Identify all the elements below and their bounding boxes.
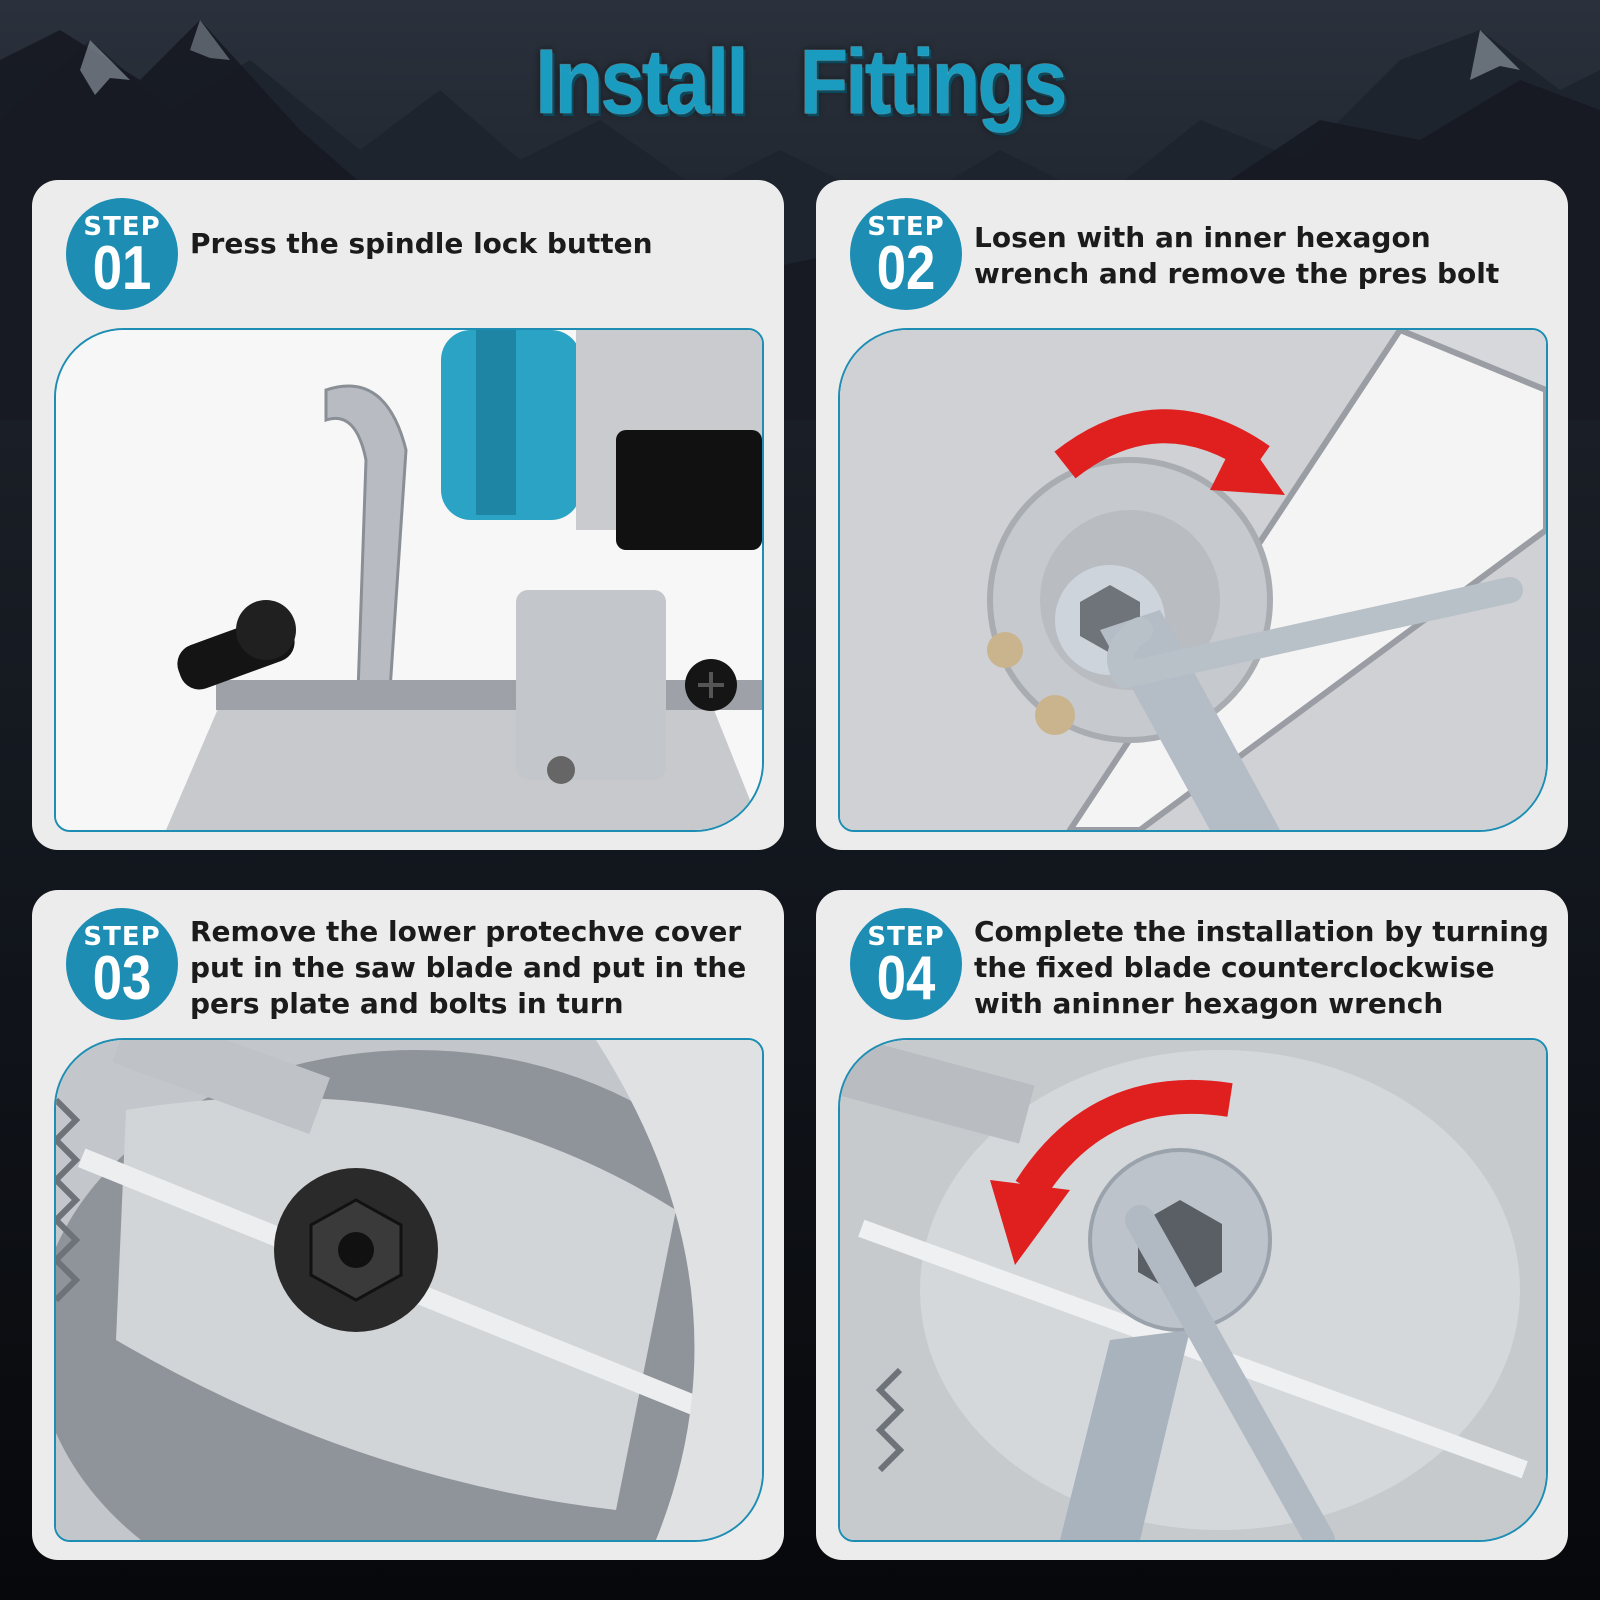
- step-instruction: Remove the lower protechve cover put in …: [190, 915, 747, 1020]
- wrench-tighten-illustration: [840, 1040, 1546, 1540]
- step-card-2: STEP 02 Losen with an inner hexagon wren…: [816, 180, 1568, 850]
- wrench-loosen-illustration: [840, 330, 1546, 830]
- step-badge-1: STEP 01: [66, 198, 178, 310]
- step-badge-number: 02: [876, 234, 936, 303]
- step-badge-label: STEP: [83, 922, 161, 952]
- saw-blade-bolt-illustration: [56, 1040, 762, 1540]
- step-badge-2: STEP 02: [850, 198, 962, 310]
- step-instruction: Press the spindle lock butten: [190, 227, 653, 260]
- step-badge-number: 01: [92, 234, 152, 303]
- step-card-3: STEP 03 Remove the lower protechve cover…: [32, 890, 784, 1560]
- page-title: Install Fittings: [535, 31, 1067, 133]
- step-badge-label: STEP: [83, 212, 161, 242]
- step-instruction: Losen with an inner hexagon wrench and r…: [974, 221, 1500, 290]
- step-photo-insert-blade: [54, 1038, 764, 1542]
- step-badge-label: STEP: [867, 922, 945, 952]
- step-card-1: STEP 01 Press the spindle lock butten: [32, 180, 784, 850]
- step-card-4: STEP 04 Complete the installation by tur…: [816, 890, 1568, 1560]
- step-photo-remove-bolt: [838, 328, 1548, 832]
- step-badge-4: STEP 04: [850, 908, 962, 1020]
- step-badge-number: 03: [92, 944, 152, 1013]
- step-badge-3: STEP 03: [66, 908, 178, 1020]
- step-photo-spindle-lock: [54, 328, 764, 832]
- step-photo-tighten-blade: [838, 1038, 1548, 1542]
- step-instruction: Complete the installation by turning the…: [974, 915, 1549, 1020]
- step-badge-number: 04: [876, 944, 936, 1013]
- circular-saw-side-illustration: [56, 330, 762, 830]
- step-badge-label: STEP: [867, 212, 945, 242]
